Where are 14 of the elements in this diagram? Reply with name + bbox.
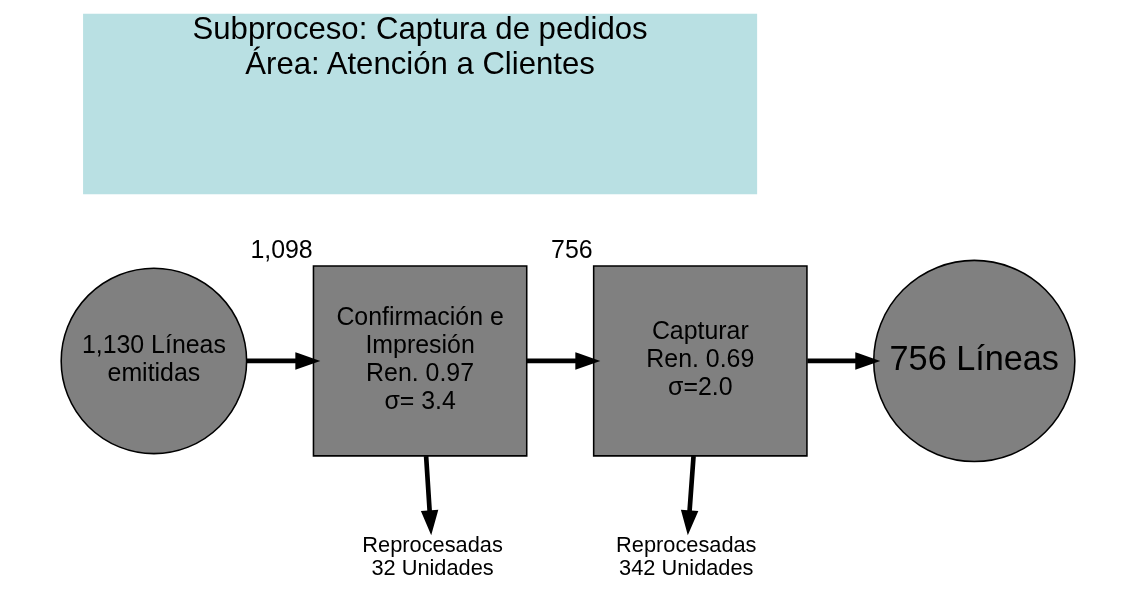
node-label: 1,098	[249, 234, 313, 263]
arrow	[680, 455, 698, 536]
arrow	[420, 455, 438, 536]
node-circle: 1,130 Líneas emitidas	[59, 267, 247, 455]
arrow	[246, 352, 320, 370]
node-text: Reprocesadas 342 Unidades	[615, 532, 757, 581]
node-circle: 756 Líneas	[872, 259, 1076, 463]
node-text: Reprocesadas 32 Unidades	[361, 532, 503, 581]
node-label: 756	[550, 234, 593, 263]
node-box: Confirmación e Impresión Ren. 0.97 σ= 3.4	[312, 265, 527, 457]
node-box: Subproceso: Captura de pedidos Área: Atención a Clientes	[82, 13, 757, 195]
node-box: Capturar Ren. 0.69 σ=2.0	[592, 265, 808, 457]
arrow	[526, 352, 600, 370]
arrow	[806, 352, 880, 370]
